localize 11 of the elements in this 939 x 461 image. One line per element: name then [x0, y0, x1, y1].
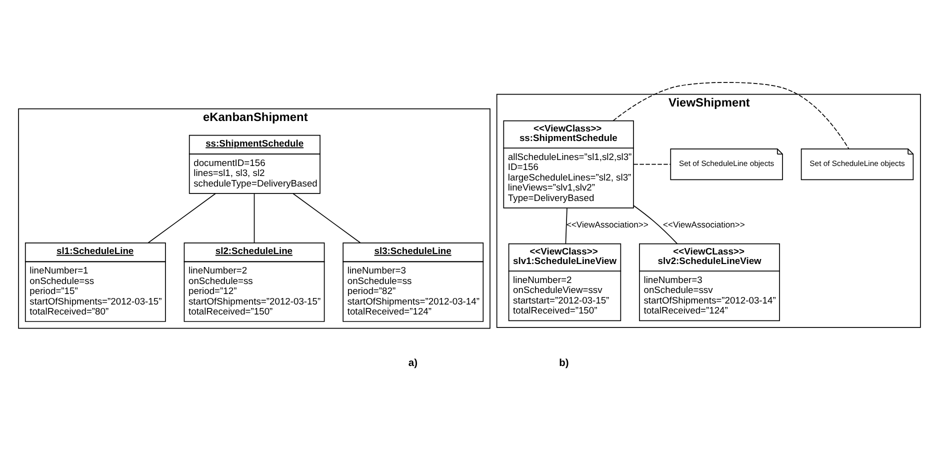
connector	[565, 207, 568, 244]
connector	[254, 192, 255, 243]
edge-label: <<ViewAssociation>>	[662, 219, 745, 230]
edge-label: <<ViewAssociation>>	[566, 219, 648, 230]
label: a)	[408, 358, 418, 369]
connector	[633, 163, 671, 164]
connector	[633, 204, 678, 244]
label: b)	[559, 358, 569, 369]
connector	[292, 192, 361, 243]
connector	[612, 82, 850, 149]
connector	[148, 192, 216, 243]
